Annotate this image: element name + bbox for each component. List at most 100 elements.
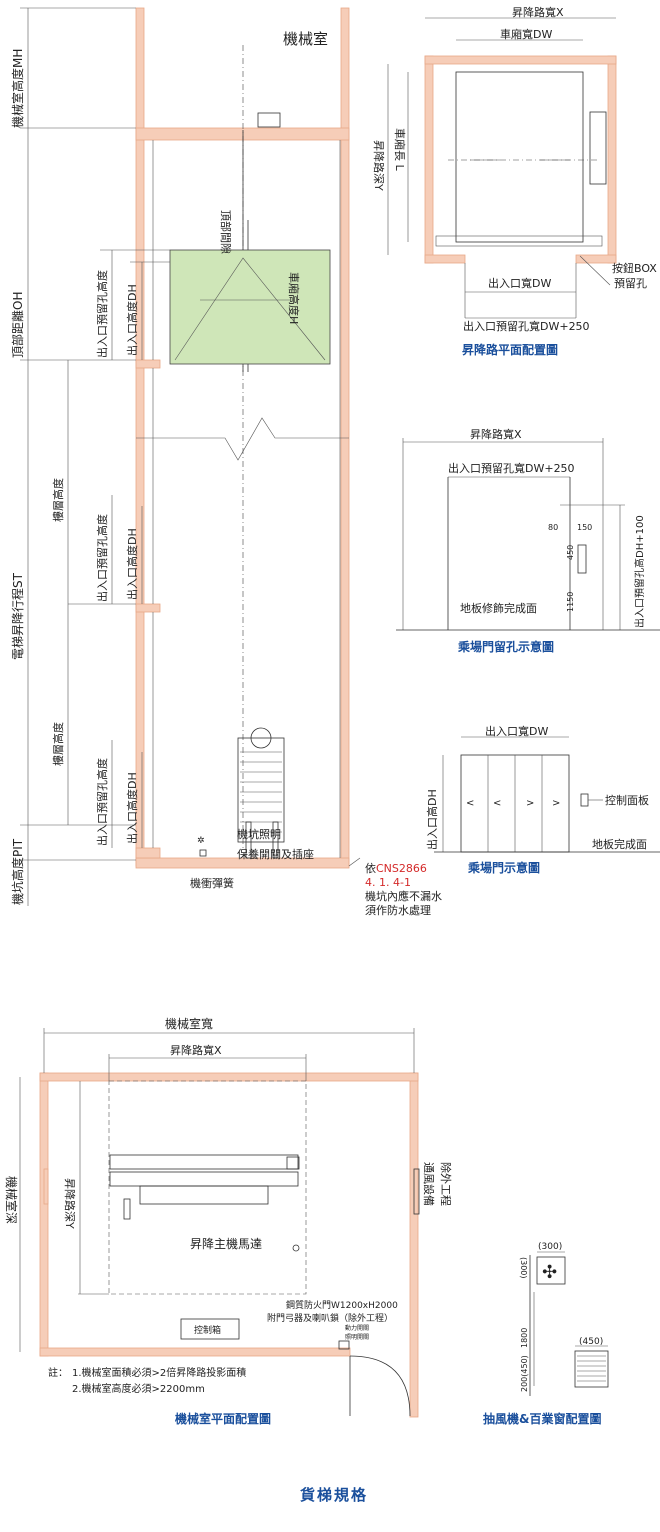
landing-door-title: 乘場門示意圖 (467, 860, 540, 875)
landing-width-label: 昇降路寬X (470, 427, 522, 441)
hoistway-car-width-label: 車廂寬DW (500, 27, 552, 41)
pit-note-line3: 須作防水處理 (365, 903, 431, 917)
hoistway-opening-width-label: 出入口預留孔寬DW+250 (463, 319, 590, 333)
shaft-section: ✲ 機械室 機坑照明 保養開關及插座 機衝彈簧 機械室高度MH 頂部距離OH 頂… (10, 7, 442, 917)
machine-room-height-label: 機械室高度MH (10, 49, 25, 128)
hoistway-plan: 昇降路寬X 車廂寬DW 昇降路深Y 車廂長 L 出入口寬DW 出入口預留孔寬DW… (372, 5, 657, 357)
motor-bed-top (109, 1154, 299, 1170)
counterweight-sheave (250, 727, 272, 749)
door-arrow-left-2: < (493, 798, 501, 809)
entrance-opening-height-c-label: 出入口預留孔高度 (95, 758, 109, 846)
pit-note-line2: 機坑內應不漏水 (365, 889, 442, 903)
hoistway-wall-bottom-left (424, 254, 466, 264)
landing-floor-finish-label: 地板修飾完成面 (460, 601, 537, 615)
louver-box (574, 1350, 609, 1388)
fire-door-label: 鋼質防火門W1200xH2000 (286, 1299, 398, 1311)
hoistway-depth-label: 昇降路深Y (372, 140, 386, 191)
hoistway-car-length-label: 車廂長 L (393, 128, 407, 171)
pit-light-label: 機坑照明 (237, 827, 281, 841)
door-arrow-left-1: < (466, 798, 474, 809)
mr-wall-bottom (39, 1347, 351, 1357)
hoistway-wall-top (424, 55, 617, 65)
mr-wall-right (409, 1072, 419, 1418)
dim-450: 450 (566, 545, 575, 560)
mr-vent-left (43, 1168, 49, 1205)
buffer-left (245, 821, 252, 859)
buffer-right (272, 821, 279, 859)
fan-box (536, 1256, 566, 1285)
pit-note-clause: 4. 1. 4-1 (365, 876, 411, 889)
louver-slats (577, 1355, 606, 1382)
hoistway-car-outline (455, 71, 584, 243)
landing-opening-width-label: 出入口預留孔寬DW+250 (448, 461, 575, 475)
machine-room-floor-slab (135, 127, 350, 141)
motor-bed-mid (109, 1171, 299, 1187)
fire-door-swing (349, 1355, 411, 1417)
fan-icon: ✣ (542, 1262, 557, 1283)
dim-80: 80 (548, 523, 558, 532)
top-distance-label: 頂部距離OH (10, 292, 25, 358)
control-box-label: 控制箱 (194, 1324, 221, 1336)
car-height-label: 車廂高度H (287, 272, 301, 324)
motor-box (286, 1156, 300, 1170)
landing-door: < < > > 出入口寬DW 出入口高DH 控制面板 地板完成面 乘場門示意圖 (425, 724, 660, 875)
mr-note-1: 1.機械室面積必須>2倍昇降路投影面積 (72, 1366, 246, 1379)
control-panel-box (580, 793, 589, 807)
mr-room-depth-label: 機械室深 (4, 1176, 19, 1224)
mr-hoistway-outline (108, 1080, 307, 1295)
mr-room-width-label: 機械室寬 (165, 1016, 213, 1031)
travel-label: 電梯昇降行程ST (10, 572, 25, 660)
elevator-car (169, 249, 331, 365)
break-line (136, 417, 349, 461)
hoistway-counterweight (589, 111, 607, 185)
floor-height-a-label: 樓層高度 (51, 478, 65, 522)
door-width-label: 出入口寬DW (485, 724, 548, 738)
button-box-label-1: 按鈕BOX (612, 261, 657, 275)
height-1800-label: 1800 (520, 1328, 529, 1348)
door-height-label: 出入口高DH (425, 789, 439, 850)
hoistway-wall-bottom-right (575, 254, 617, 264)
floor-height-b-label: 樓層高度 (51, 722, 65, 766)
entrance-height-c-label: 出入口高度DH (125, 772, 139, 844)
mr-wall-top (39, 1072, 419, 1082)
top-clearance-label: 頂部間隙 (219, 210, 233, 254)
vent-note-label: 除外工程 (439, 1162, 453, 1206)
entrance-opening-height-a-label: 出入口預留孔高度 (95, 270, 109, 358)
light-icon: ✲ (197, 836, 205, 846)
machine-stand (257, 112, 281, 128)
vent-label: 通風設備 (422, 1162, 436, 1206)
counterweight-blocks (240, 751, 282, 833)
landing-opening: 昇降路寬X 出入口預留孔寬DW+250 80 150 450 1150 出入口預… (396, 427, 660, 654)
button-box-opening (577, 544, 587, 574)
door-arrow-right-2: > (552, 798, 560, 809)
power-switch-box (338, 1340, 350, 1350)
mr-hoistway-width-label: 昇降路寬X (170, 1043, 222, 1057)
fan-louver-plan: ✣ (300) (300) (450) 1800 200(450) 抽風機&百業… (483, 1242, 609, 1426)
motor-indicator (292, 1244, 300, 1252)
entrance-height-b-label: 出入口高度DH (125, 528, 139, 600)
mr-vent-right (413, 1168, 420, 1215)
mr-note-2: 2.機械室高度必須>2200mm (72, 1382, 205, 1395)
hoistway-wall-left (424, 55, 434, 264)
motor-left-block (123, 1198, 131, 1220)
hoistway-plan-title: 昇降路平面配置圖 (462, 342, 558, 357)
dim-1150: 1150 (566, 592, 575, 612)
fire-door-note-label: 附門弓器及喇叭鎖（除外工程） (267, 1312, 393, 1324)
hoistway-entrance-width-label: 出入口寬DW (488, 276, 551, 290)
pit-note-prefix: 依CNS2866 (365, 862, 427, 875)
control-panel-label: 控制面板 (605, 793, 649, 807)
machine-room-label: 機械室 (283, 30, 328, 48)
pit-floor (135, 857, 350, 869)
pit-depth-label: 機坑高度PIT (10, 838, 25, 905)
entrance-height-a-label: 出入口高度DH (125, 284, 139, 356)
hoistway-width-label: 昇降路寬X (512, 5, 564, 19)
power-switch-label: 動力開關 (345, 1324, 369, 1332)
hoistway-wall-right (607, 55, 617, 264)
landing-opening-height-label: 出入口預留孔高DH+100 (633, 515, 646, 628)
machine-room-plan-title: 機械室平面配置圖 (175, 1411, 271, 1426)
page-title: 貨梯規格 (300, 1486, 368, 1504)
button-box-label-2: 預留孔 (614, 277, 647, 290)
fan-height-label: (300) (519, 1257, 528, 1279)
landing-slab-3 (135, 847, 161, 859)
motor-bed-bottom (139, 1185, 269, 1205)
